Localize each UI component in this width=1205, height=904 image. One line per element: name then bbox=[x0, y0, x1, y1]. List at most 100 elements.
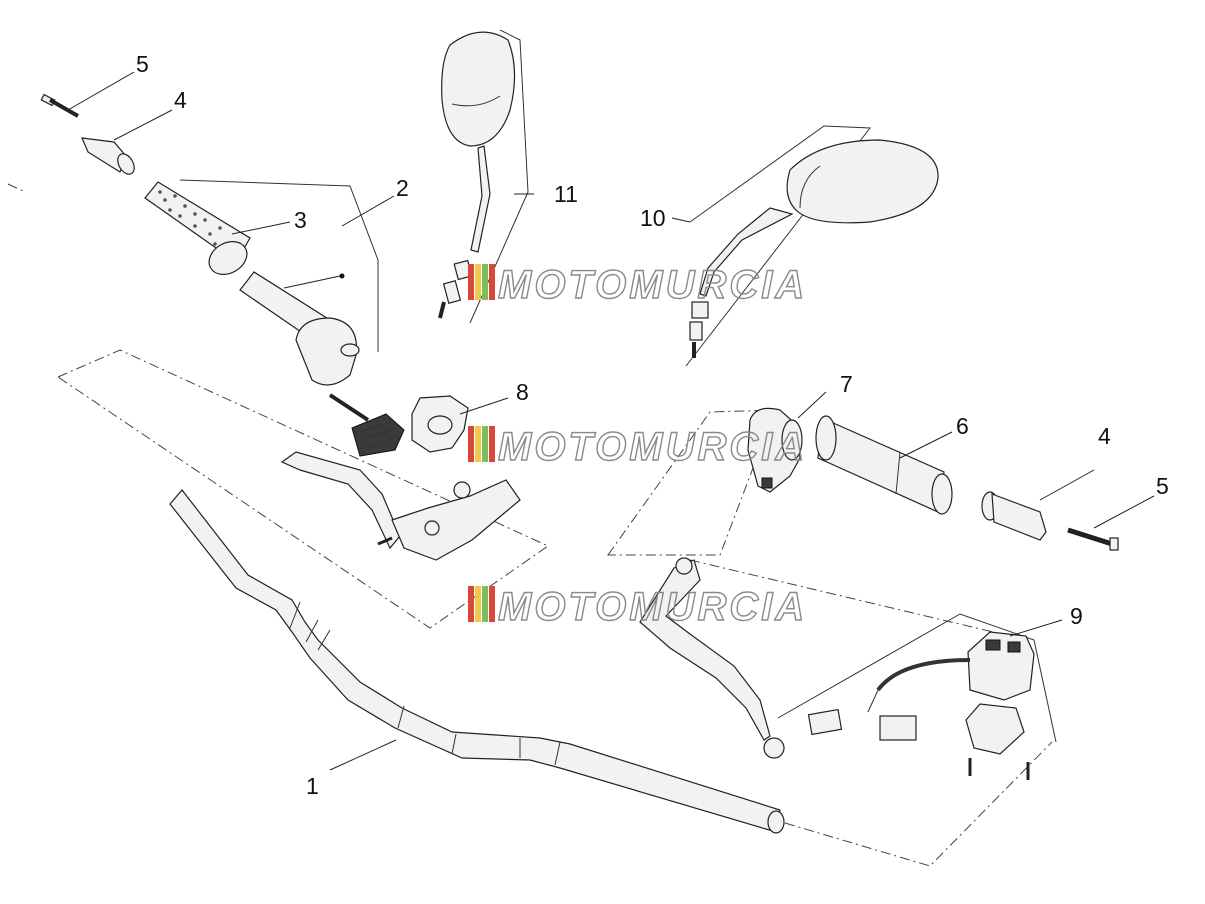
mirror-11-head bbox=[441, 31, 516, 147]
mirror-10-nut bbox=[691, 301, 709, 319]
bolt-head bbox=[1109, 537, 1119, 551]
switch-button bbox=[1007, 641, 1021, 653]
right-bar-end-bolt bbox=[1067, 527, 1119, 551]
switch-group-outline bbox=[777, 613, 1057, 743]
right-bar-end-weight bbox=[981, 491, 1047, 541]
handlebar-mark bbox=[305, 619, 319, 643]
watermark-bottom: MOTOMURCIA bbox=[468, 584, 807, 630]
right-grip-flange bbox=[815, 415, 837, 461]
leader-5-right bbox=[1093, 495, 1155, 529]
switch-housing bbox=[967, 631, 1035, 701]
callout-4-left: 4 bbox=[174, 87, 187, 113]
grip-body-7-ring bbox=[781, 419, 803, 461]
connector-ribs bbox=[359, 421, 395, 449]
callout-labels: 5 4 2 3 11 10 7 6 4 5 8 9 1 bbox=[136, 51, 1169, 799]
leader-4-left bbox=[113, 109, 173, 141]
watermark-stripe bbox=[482, 426, 488, 462]
right-brake-lever bbox=[639, 557, 785, 759]
switch-connector-b bbox=[879, 715, 917, 741]
mirror-10-head bbox=[786, 139, 939, 224]
grip-body-7-tab bbox=[761, 477, 773, 489]
throttle-group-outline bbox=[179, 179, 379, 352]
mirror-10-stem bbox=[699, 207, 794, 297]
watermark-stripe bbox=[468, 264, 474, 300]
leader-3 bbox=[231, 221, 291, 235]
callout-5-left: 5 bbox=[136, 51, 149, 77]
mirror-10-crease bbox=[799, 165, 821, 209]
mirror-10 bbox=[689, 139, 939, 358]
watermark-logo-text: MOTOMURCIA bbox=[498, 585, 807, 629]
callout-5-right: 5 bbox=[1156, 473, 1169, 499]
watermark-stripe bbox=[489, 264, 495, 300]
mirror-10-outline bbox=[685, 125, 871, 367]
reference-dot bbox=[339, 273, 345, 279]
bolt-shank bbox=[49, 98, 79, 118]
callout-11: 11 bbox=[554, 181, 578, 207]
left-lever-group-outline bbox=[56, 349, 550, 629]
watermark-stripe bbox=[475, 264, 481, 300]
mirror-11-stem bbox=[470, 145, 491, 253]
edge-mark bbox=[7, 183, 26, 193]
right-grip-band bbox=[895, 451, 901, 495]
switch-wire bbox=[867, 689, 879, 713]
callout-4-right: 4 bbox=[1098, 423, 1111, 449]
bolt-shank bbox=[1067, 527, 1113, 547]
leader-lines bbox=[67, 71, 1155, 771]
watermark-stripe bbox=[475, 426, 481, 462]
right-lever-ball-end bbox=[763, 737, 785, 759]
right-lever-blade bbox=[639, 559, 771, 741]
left-bar-end-bolt bbox=[40, 93, 79, 118]
handlebar-end bbox=[767, 810, 785, 834]
handlebar-mark bbox=[451, 733, 457, 755]
handlebar-mark bbox=[317, 629, 331, 651]
left-lever-adjuster bbox=[453, 481, 471, 499]
throttle-body-8 bbox=[411, 395, 469, 453]
mirror-11 bbox=[438, 31, 516, 319]
handlebar bbox=[169, 489, 785, 834]
bar-end-collar bbox=[117, 153, 135, 175]
bar-end-cone bbox=[991, 493, 1047, 541]
leader-2-dot bbox=[283, 275, 341, 289]
left-lever-assembly bbox=[280, 451, 521, 561]
watermark-stripe bbox=[482, 264, 488, 300]
watermark-middle: MOTOMURCIA bbox=[468, 424, 807, 470]
left-lever bbox=[280, 451, 401, 550]
left-lever-screw bbox=[377, 536, 393, 546]
watermark-stripe bbox=[489, 586, 495, 622]
callout-2: 2 bbox=[396, 175, 409, 201]
grip-body bbox=[144, 181, 251, 263]
left-grip bbox=[144, 181, 251, 275]
right-grip-body-7 bbox=[747, 407, 803, 493]
switch-lower-half bbox=[965, 703, 1025, 755]
switch-connector-a bbox=[807, 708, 843, 736]
handlebar-mark bbox=[554, 741, 561, 766]
watermark-stripe bbox=[468, 586, 474, 622]
throttle-connector bbox=[351, 413, 405, 457]
leader-1 bbox=[329, 739, 397, 771]
handlebar-tube bbox=[169, 489, 781, 833]
right-grip-sleeve bbox=[817, 417, 945, 513]
mirror-11-crease bbox=[451, 95, 501, 107]
right-grip-6 bbox=[815, 415, 953, 515]
throttle-tube bbox=[239, 271, 370, 422]
grip-flange bbox=[208, 241, 248, 275]
grip-texture bbox=[158, 190, 222, 246]
leader-8 bbox=[459, 397, 509, 415]
callout-8: 8 bbox=[516, 379, 529, 405]
callout-7: 7 bbox=[840, 371, 853, 397]
leader-4-right bbox=[1039, 469, 1095, 501]
watermark-stripe bbox=[489, 426, 495, 462]
switch-wire bbox=[876, 658, 971, 692]
right-lever-pivot bbox=[675, 557, 693, 575]
watermark-stripe bbox=[468, 426, 474, 462]
watermark-top: MOTOMURCIA bbox=[468, 262, 807, 308]
callout-1: 1 bbox=[306, 773, 319, 799]
leader-10 bbox=[671, 217, 691, 223]
callout-9: 9 bbox=[1070, 603, 1083, 629]
throttle-hole bbox=[340, 343, 360, 357]
throttle-body-hole bbox=[427, 415, 453, 435]
watermark-logo-text: MOTOMURCIA bbox=[498, 425, 807, 469]
throttle-cable bbox=[328, 393, 370, 422]
watermark-logo-text: MOTOMURCIA bbox=[498, 263, 807, 307]
